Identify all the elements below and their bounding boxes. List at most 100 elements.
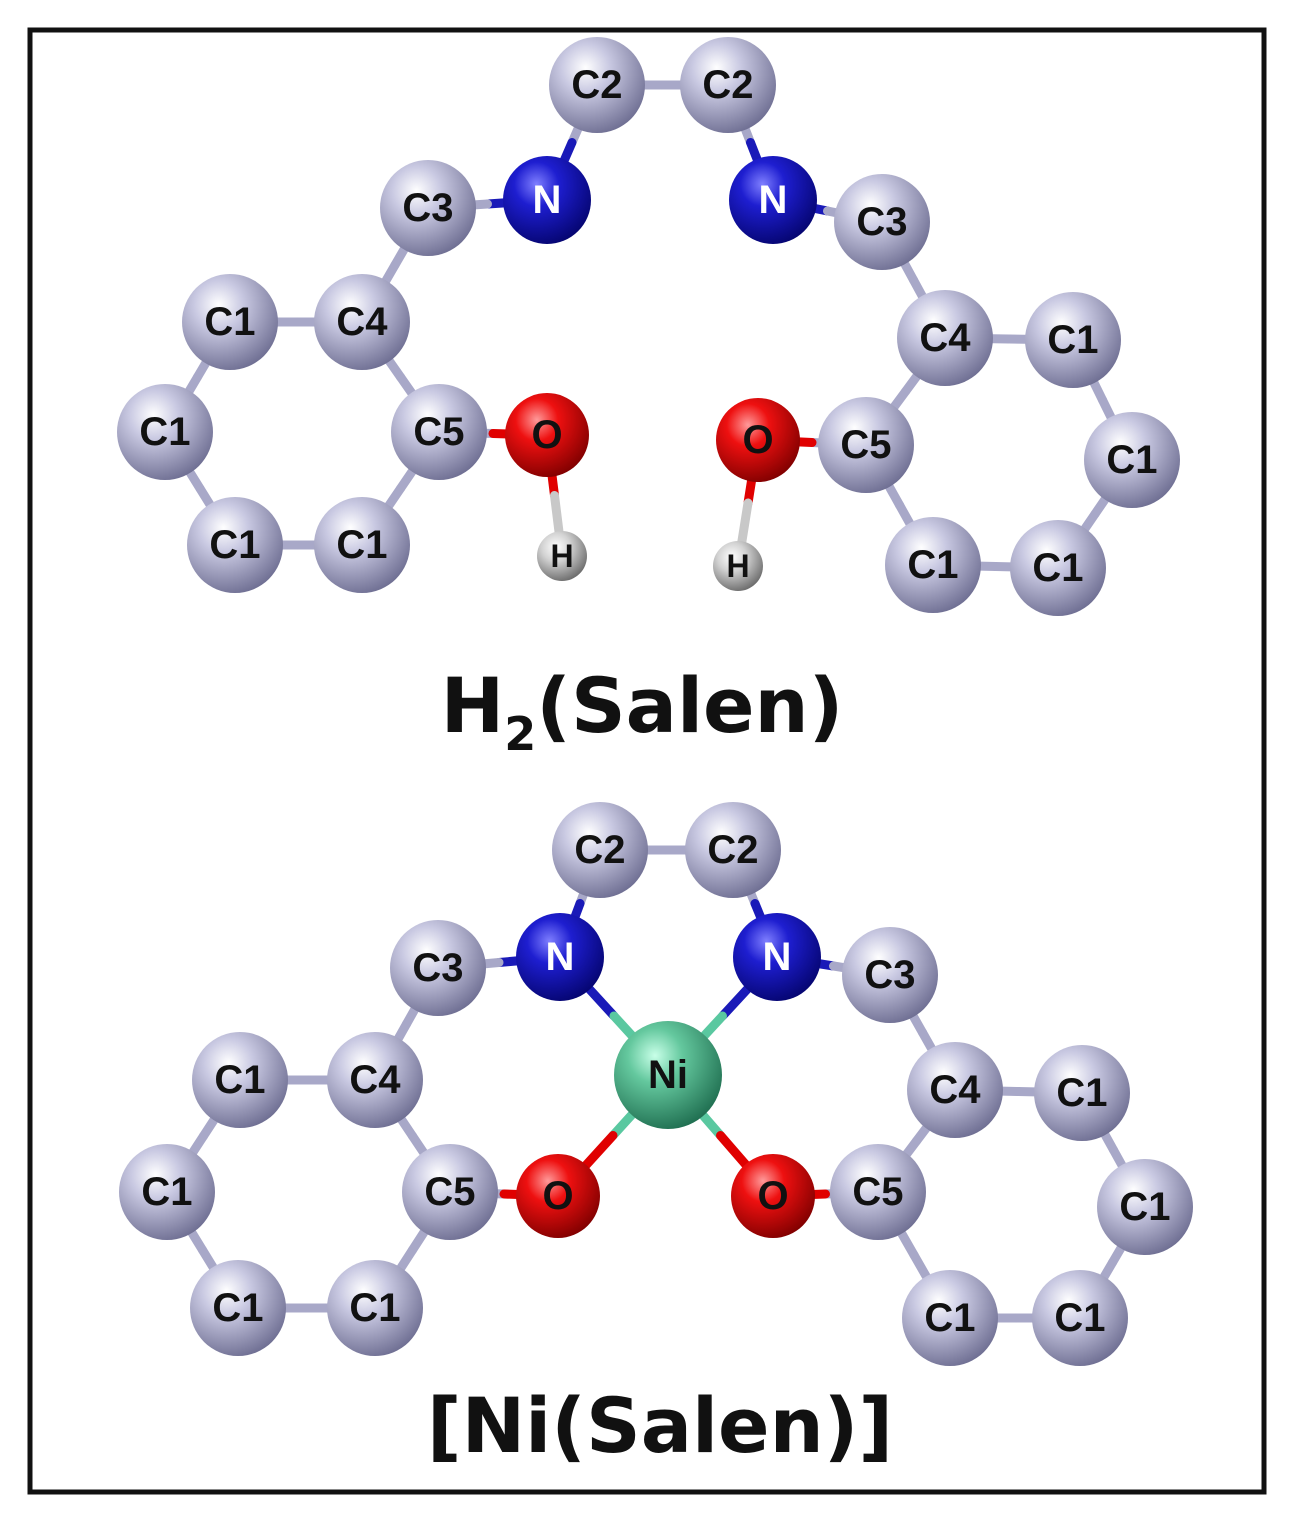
atom-label: C2 <box>571 63 622 107</box>
nisalen-atom-c3: C3 <box>390 920 486 1016</box>
atom-sphere-c <box>182 274 278 370</box>
h2salen-atom-c1: C1 <box>1084 412 1180 508</box>
atom-label: C1 <box>1056 1071 1107 1115</box>
h2salen-atom-c1: C1 <box>1025 292 1121 388</box>
h2salen-atom-h: H <box>537 531 587 581</box>
nisalen-atom-c4: C4 <box>327 1032 423 1128</box>
atom-sphere-c <box>907 1042 1003 1138</box>
atom-sphere-n <box>729 156 817 244</box>
atom-sphere-o <box>716 398 800 482</box>
nisalen-atom-c2: C2 <box>685 802 781 898</box>
atom-label: C1 <box>1032 546 1083 590</box>
atom-sphere-c <box>327 1260 423 1356</box>
h2salen-atom-c4: C4 <box>314 274 410 370</box>
atom-label: C1 <box>212 1286 263 1330</box>
atom-label: C1 <box>907 543 958 587</box>
atom-label: O <box>542 1174 573 1218</box>
atom-sphere-c <box>552 802 648 898</box>
atom-sphere-c <box>190 1260 286 1356</box>
atom-label: C4 <box>919 316 971 360</box>
atom-sphere-c <box>549 37 645 133</box>
h2salen-atom-o: O <box>716 398 800 482</box>
atom-sphere-c <box>327 1032 423 1128</box>
atom-label: C5 <box>840 423 891 467</box>
nisalen-atom-c1: C1 <box>192 1032 288 1128</box>
atom-label: N <box>759 178 788 222</box>
atom-sphere-n <box>503 156 591 244</box>
atom-sphere-c <box>834 174 930 270</box>
h2salen-caption-rest: (Salen) <box>536 661 843 750</box>
h2salen-atom-c4: C4 <box>897 290 993 386</box>
atom-sphere-c <box>1034 1045 1130 1141</box>
atom-label: C1 <box>141 1170 192 1214</box>
atom-sphere-c <box>897 290 993 386</box>
nisalen-atom-n: N <box>733 913 821 1001</box>
atom-label: C1 <box>1054 1296 1105 1340</box>
h2salen-atom-c2: C2 <box>549 37 645 133</box>
h2salen-atom-c1: C1 <box>187 497 283 593</box>
atom-label: C1 <box>139 410 190 454</box>
h2salen-atom-c1: C1 <box>314 497 410 593</box>
nisalen-caption-main: [Ni(Salen)] <box>427 1381 893 1470</box>
atom-label: C2 <box>707 828 758 872</box>
nisalen-atom-c1: C1 <box>902 1270 998 1366</box>
nisalen-atom-c3: C3 <box>842 927 938 1023</box>
atom-label: O <box>742 418 773 462</box>
figure-frame <box>27 27 1267 1495</box>
h2salen-atom-c1: C1 <box>885 517 981 613</box>
atom-sphere-ni <box>614 1021 722 1129</box>
atom-label: C1 <box>1119 1185 1170 1229</box>
atom-label: C1 <box>1106 438 1157 482</box>
h2salen-atom-c1: C1 <box>182 274 278 370</box>
atom-sphere-o <box>731 1154 815 1238</box>
nisalen-caption: [Ni(Salen)] <box>427 1381 893 1470</box>
nisalen-atom-c1: C1 <box>119 1144 215 1240</box>
atom-sphere-c <box>1032 1270 1128 1366</box>
nisalen-atom-o: O <box>516 1154 600 1238</box>
nisalen-atom-c2: C2 <box>552 802 648 898</box>
atom-label: C1 <box>209 523 260 567</box>
atom-sphere-c <box>842 927 938 1023</box>
atom-label: C3 <box>856 200 907 244</box>
atom-sphere-c <box>902 1270 998 1366</box>
atom-sphere-o <box>505 393 589 477</box>
atom-label: C5 <box>424 1170 475 1214</box>
atom-label: C4 <box>349 1058 401 1102</box>
atom-sphere-c <box>314 274 410 370</box>
h2salen-atom-c2: C2 <box>680 37 776 133</box>
nisalen-atom-c1: C1 <box>1032 1270 1128 1366</box>
atom-sphere-n <box>733 913 821 1001</box>
atom-label: N <box>533 178 562 222</box>
atom-sphere-c <box>1010 520 1106 616</box>
atom-label: C1 <box>924 1296 975 1340</box>
atom-sphere-c <box>402 1144 498 1240</box>
h2salen-atom-c5: C5 <box>391 384 487 480</box>
atom-label: C4 <box>929 1068 981 1112</box>
nisalen-atom-c1: C1 <box>327 1260 423 1356</box>
atom-sphere-c <box>1025 292 1121 388</box>
atom-label: C4 <box>336 300 388 344</box>
nisalen-atom-ni: Ni <box>614 1021 722 1129</box>
atom-sphere-h <box>537 531 587 581</box>
nisalen-atom-c5: C5 <box>402 1144 498 1240</box>
atom-sphere-c <box>187 497 283 593</box>
h2salen-atom-o: O <box>505 393 589 477</box>
atom-label: H <box>550 538 573 574</box>
atom-label: C3 <box>402 186 453 230</box>
h2salen-atom-c3: C3 <box>380 160 476 256</box>
atom-label: O <box>531 413 562 457</box>
h2salen-atom-c5: C5 <box>818 397 914 493</box>
atom-label: C3 <box>864 953 915 997</box>
atom-sphere-h <box>713 541 763 591</box>
h2salen-atom-h: H <box>713 541 763 591</box>
h2salen-caption-subscript: 2 <box>504 707 536 761</box>
atom-label: C1 <box>349 1286 400 1330</box>
h2salen-atom-c3: C3 <box>834 174 930 270</box>
atom-label: C2 <box>702 63 753 107</box>
atom-sphere-n <box>516 913 604 1001</box>
atom-sphere-c <box>380 160 476 256</box>
atom-label: C1 <box>336 523 387 567</box>
h2salen-caption: H2(Salen) <box>441 661 844 761</box>
atom-label: C2 <box>574 828 625 872</box>
